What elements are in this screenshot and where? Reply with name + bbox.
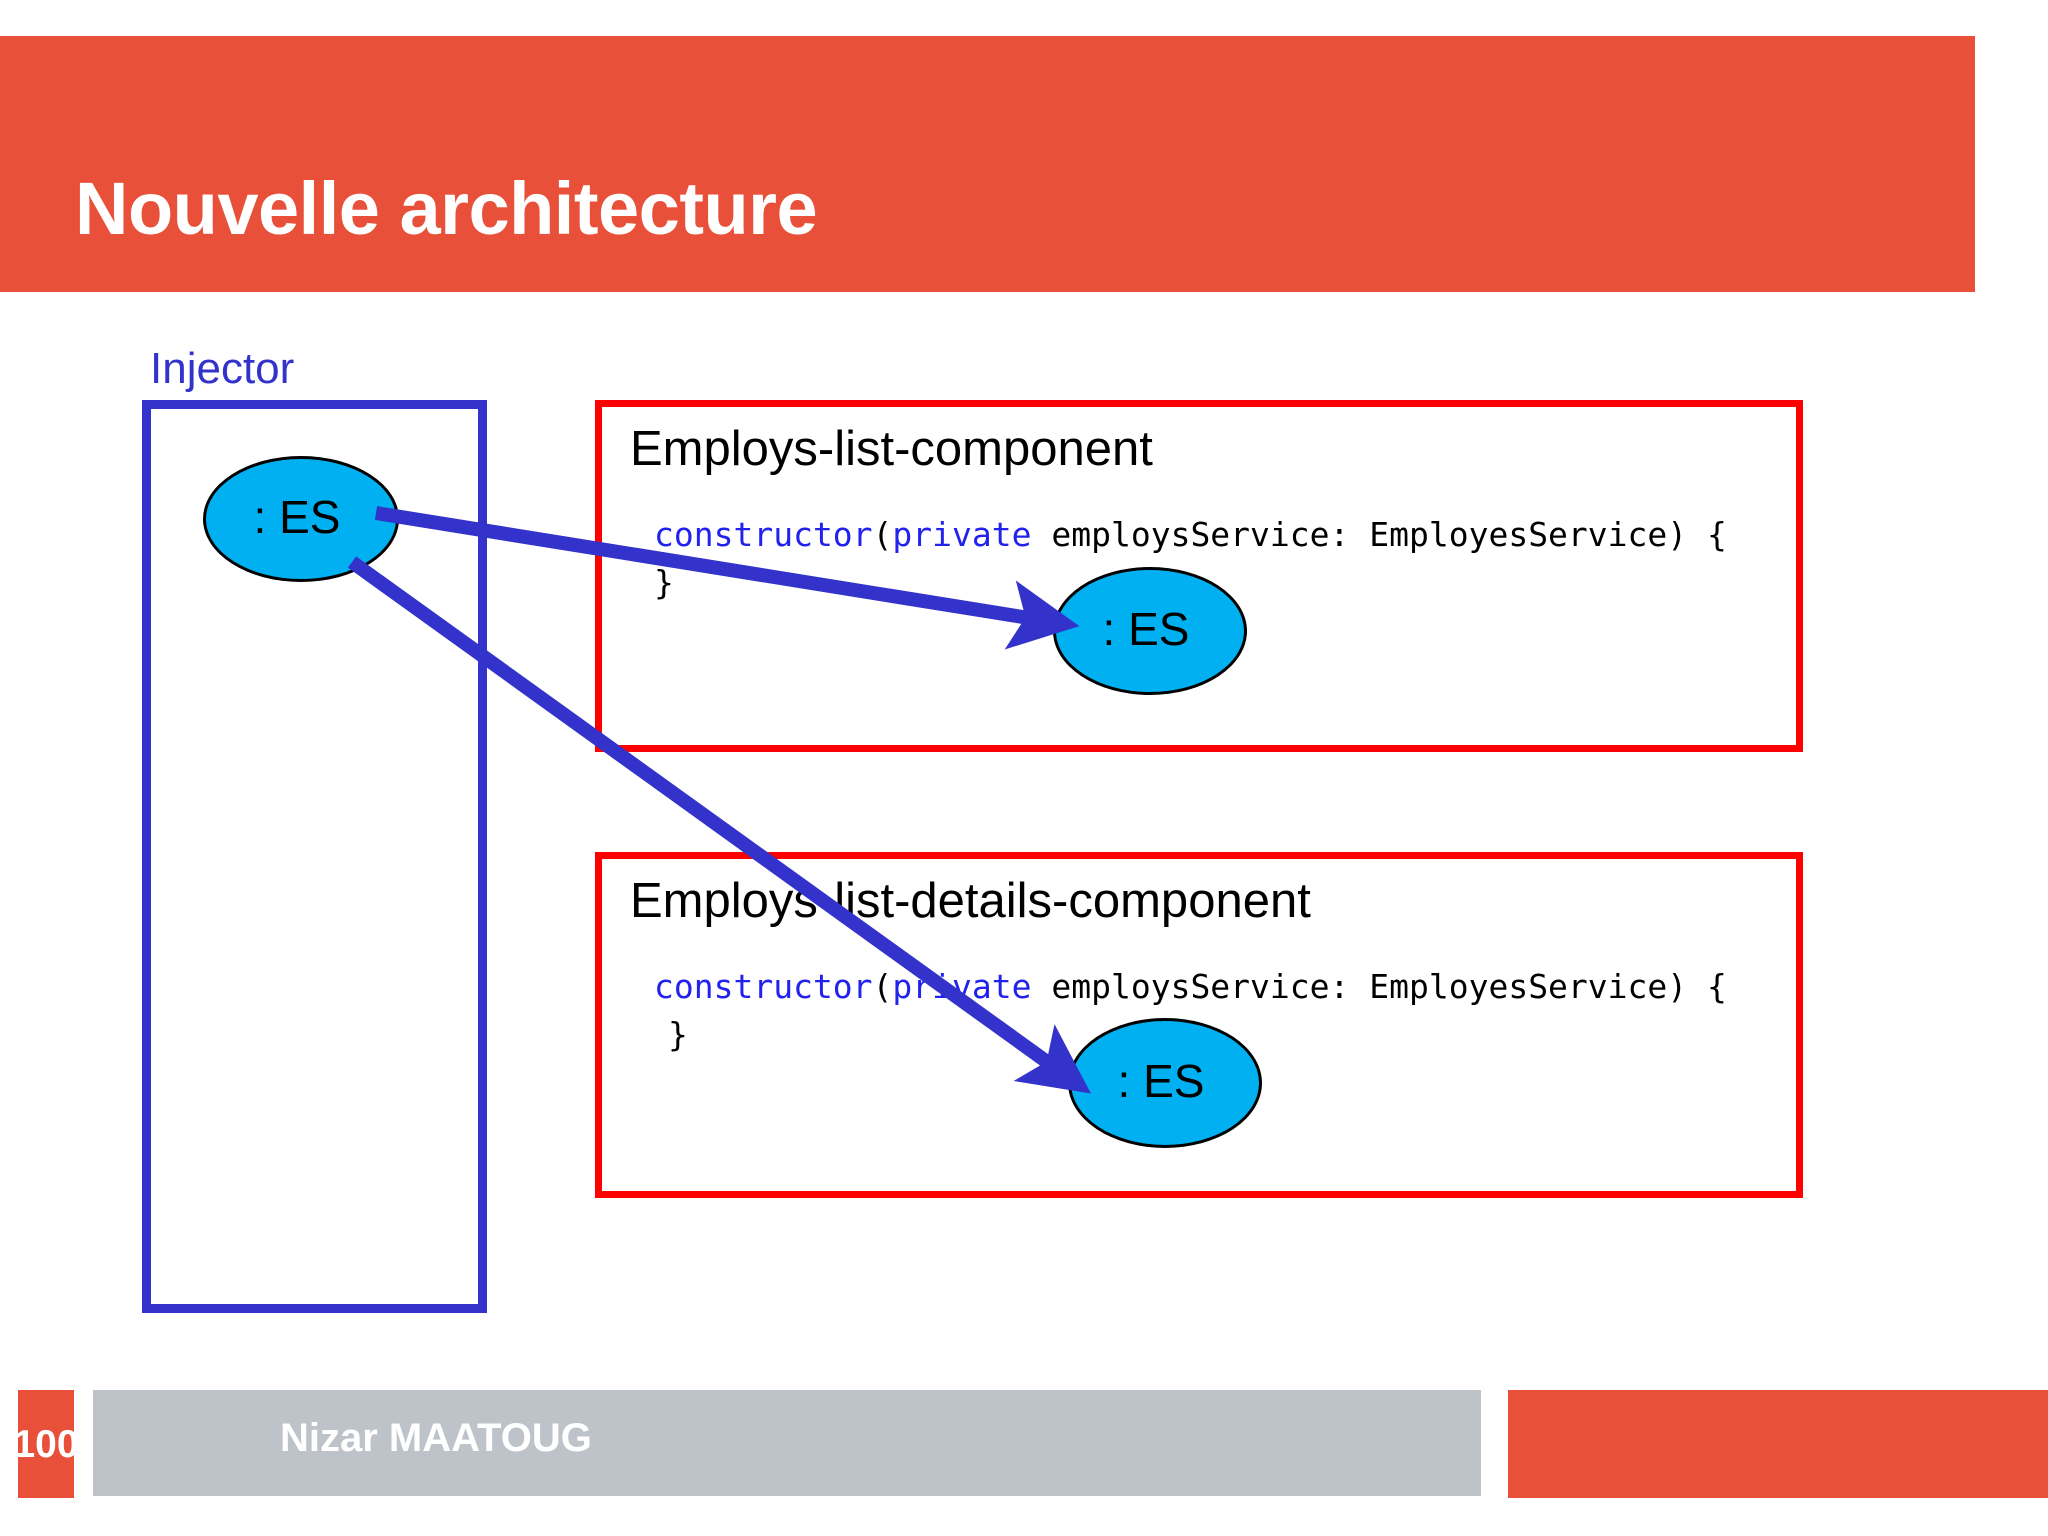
page-number-badge: 100 — [13, 1390, 79, 1498]
code-keyword-private: private — [892, 515, 1032, 554]
service-instance-label: : ES — [1117, 1055, 1205, 1107]
service-instance-label: : ES — [1102, 603, 1190, 655]
page-title: Nouvelle architecture — [75, 167, 818, 250]
service-instance-label: : ES — [253, 491, 341, 543]
code-signature-rest: employsService: EmployesService) { — [1031, 515, 1727, 554]
service-instance-node-component-2: : ES — [1068, 1018, 1262, 1148]
code-keyword-constructor: constructor — [654, 967, 873, 1006]
footer-bar — [93, 1390, 1481, 1496]
code-keyword-constructor: constructor — [654, 515, 873, 554]
code-signature-rest: employsService: EmployesService) { — [1031, 967, 1727, 1006]
injector-label: Injector — [150, 344, 295, 393]
code-open-paren: ( — [872, 515, 893, 554]
code-keyword-private: private — [892, 967, 1032, 1006]
footer-author: Nizar MAATOUG — [280, 1416, 592, 1460]
service-instance-node-injector: : ES — [203, 456, 399, 582]
component-title: Employs-list-details-component — [630, 874, 1311, 928]
footer-accent-block — [1508, 1390, 2048, 1498]
code-open-paren: ( — [872, 967, 893, 1006]
slide-title-bar: Nouvelle architecture — [0, 36, 1975, 292]
service-instance-node-component-1: : ES — [1053, 567, 1247, 695]
page-number: 100 — [13, 1422, 79, 1466]
component-title: Employs-list-component — [630, 422, 1153, 476]
